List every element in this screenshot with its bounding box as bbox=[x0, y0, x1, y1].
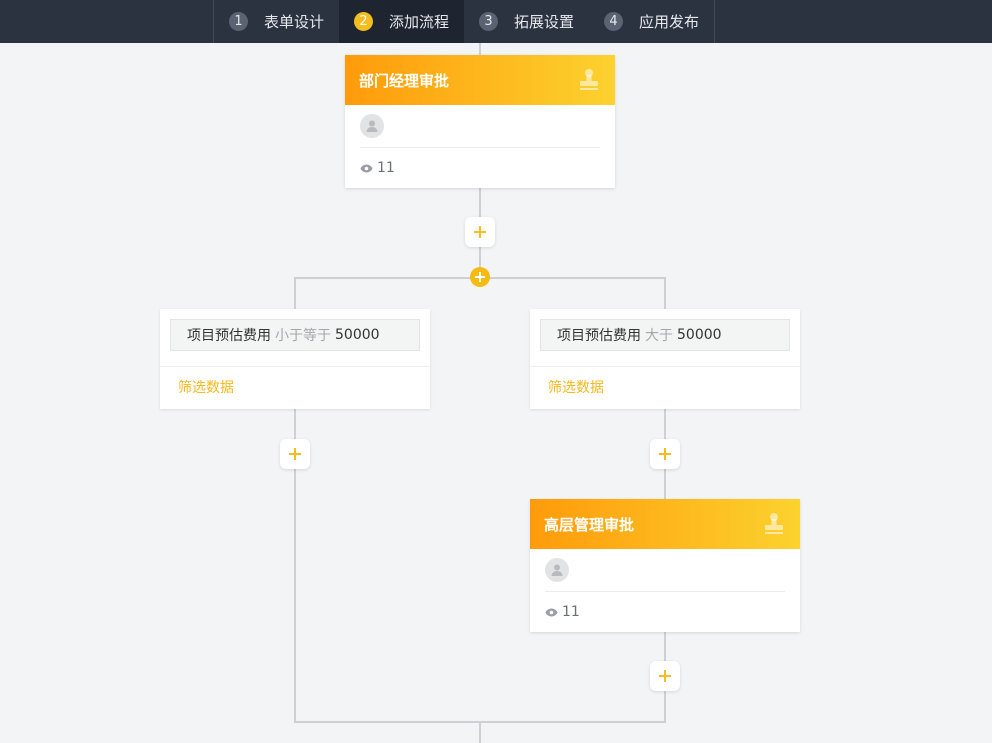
eye-icon bbox=[360, 164, 373, 173]
step-label: 表单设计 bbox=[264, 13, 325, 31]
step-label: 应用发布 bbox=[639, 13, 700, 31]
approval-node-header: 高层管理审批 bbox=[530, 499, 800, 549]
approval-node-title: 高层管理审批 bbox=[544, 515, 635, 534]
approval-node-senior-manager[interactable]: 高层管理审批 11 bbox=[530, 499, 800, 632]
condition-field: 项目预估费用 bbox=[557, 328, 641, 344]
step-number-badge: 1 bbox=[229, 12, 248, 31]
views-count: 11 bbox=[377, 160, 395, 176]
eye-icon bbox=[545, 608, 558, 617]
plus-icon bbox=[289, 448, 301, 460]
connector-line bbox=[479, 721, 481, 743]
divider bbox=[530, 366, 800, 367]
add-branch-button[interactable] bbox=[470, 267, 490, 287]
views-row: 11 bbox=[545, 592, 785, 632]
stamp-icon bbox=[762, 512, 786, 536]
step-label: 添加流程 bbox=[389, 13, 450, 31]
approver-row bbox=[545, 549, 785, 592]
add-node-button[interactable] bbox=[465, 217, 495, 247]
plus-icon bbox=[475, 272, 485, 282]
condition-expression: 项目预估费用 小于等于 50000 bbox=[170, 319, 420, 351]
divider bbox=[160, 366, 430, 367]
approval-node-header: 部门经理审批 bbox=[345, 55, 615, 105]
top-navigation-bar: 1 表单设计 2 添加流程 3 拓展设置 4 应用发布 bbox=[0, 0, 992, 43]
step-tabs: 1 表单设计 2 添加流程 3 拓展设置 4 应用发布 bbox=[213, 0, 716, 43]
approver-row bbox=[360, 105, 600, 148]
step-label: 拓展设置 bbox=[514, 13, 575, 31]
connector-line bbox=[479, 43, 481, 55]
step-app-publish[interactable]: 4 应用发布 bbox=[589, 0, 714, 43]
condition-operator: 大于 bbox=[645, 328, 673, 344]
step-number-badge: 2 bbox=[354, 12, 374, 31]
add-node-button-right-branch[interactable] bbox=[650, 439, 680, 469]
connector-line bbox=[294, 409, 296, 723]
connector-line bbox=[294, 277, 296, 309]
condition-node-left[interactable]: 项目预估费用 小于等于 50000 筛选数据 bbox=[160, 309, 430, 409]
filter-data-link[interactable]: 筛选数据 bbox=[548, 380, 604, 396]
step-form-design[interactable]: 1 表单设计 bbox=[214, 0, 339, 43]
step-number-badge: 4 bbox=[604, 12, 624, 31]
approval-node-title: 部门经理审批 bbox=[359, 71, 450, 90]
condition-node-right[interactable]: 项目预估费用 大于 50000 筛选数据 bbox=[530, 309, 800, 409]
condition-value: 50000 bbox=[335, 327, 380, 343]
stamp-icon bbox=[577, 68, 601, 92]
condition-field: 项目预估费用 bbox=[187, 328, 271, 344]
plus-icon bbox=[474, 226, 486, 238]
views-count: 11 bbox=[562, 604, 580, 620]
condition-expression: 项目预估费用 大于 50000 bbox=[540, 319, 790, 351]
user-avatar-icon[interactable] bbox=[545, 558, 569, 582]
user-avatar-icon[interactable] bbox=[360, 114, 384, 138]
filter-data-link[interactable]: 筛选数据 bbox=[178, 380, 234, 396]
step-number-badge: 3 bbox=[479, 12, 499, 31]
views-row: 11 bbox=[360, 148, 600, 188]
step-add-process[interactable]: 2 添加流程 bbox=[339, 0, 465, 43]
condition-value: 50000 bbox=[677, 327, 722, 343]
condition-operator: 小于等于 bbox=[275, 328, 331, 344]
plus-icon bbox=[659, 448, 671, 460]
plus-icon bbox=[659, 670, 671, 682]
connector-line bbox=[664, 277, 666, 309]
add-node-button-after-senior[interactable] bbox=[650, 661, 680, 691]
add-node-button-left-branch[interactable] bbox=[280, 439, 310, 469]
step-extension-settings[interactable]: 3 拓展设置 bbox=[464, 0, 589, 43]
approval-node-dept-manager[interactable]: 部门经理审批 11 bbox=[345, 55, 615, 188]
